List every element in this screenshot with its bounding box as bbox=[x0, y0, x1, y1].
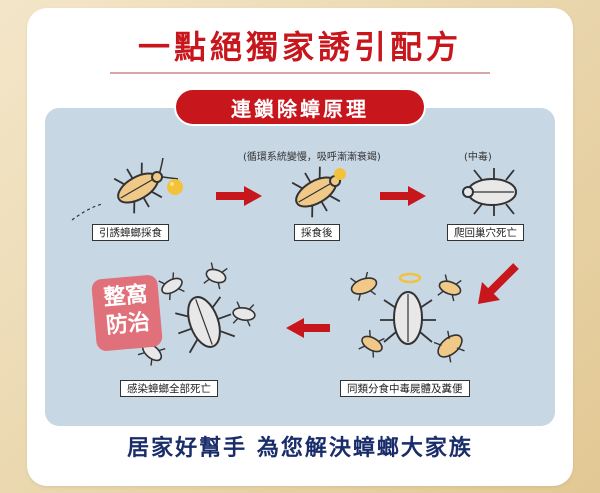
nest-control-seal: 整窩 防治 bbox=[90, 274, 164, 352]
dead-cockroach-icon bbox=[462, 168, 517, 216]
arrow-down-left-icon bbox=[478, 263, 519, 304]
cockroach-icon bbox=[291, 166, 346, 218]
title-divider bbox=[110, 72, 490, 74]
diagram-panel bbox=[45, 108, 555, 426]
dead-cockroach-cluster-icon bbox=[137, 262, 256, 366]
cockroach-icon bbox=[71, 158, 178, 221]
bait-icon bbox=[167, 179, 183, 195]
step-label-lure: 引誘蟑螂採食 bbox=[92, 224, 169, 241]
section-banner: 連鎖除蟑原理 bbox=[174, 88, 426, 126]
arrow-right-icon bbox=[380, 186, 426, 206]
note-poisoned: (中毒) bbox=[464, 152, 492, 163]
step-label-nest: 爬回巢穴死亡 bbox=[447, 224, 524, 241]
slogan: 居家好幫手 為您解決蟑螂大家族 bbox=[127, 436, 473, 461]
arrow-right-icon bbox=[216, 186, 262, 206]
step-label-all-dead: 感染蟑螂全部死亡 bbox=[120, 380, 218, 397]
step-label-eaten: 採食後 bbox=[294, 224, 340, 241]
page-title: 一點絕獨家誘引配方 bbox=[137, 28, 462, 66]
step-label-share-poison: 同類分食中毒屍體及糞便 bbox=[340, 380, 470, 397]
cockroach-cluster-icon bbox=[350, 271, 465, 363]
note-slow-breath: (循環系統變慢，吸呼漸漸衰竭) bbox=[243, 152, 381, 163]
seal-line-2: 防治 bbox=[104, 310, 152, 339]
arrow-left-icon bbox=[286, 318, 330, 338]
